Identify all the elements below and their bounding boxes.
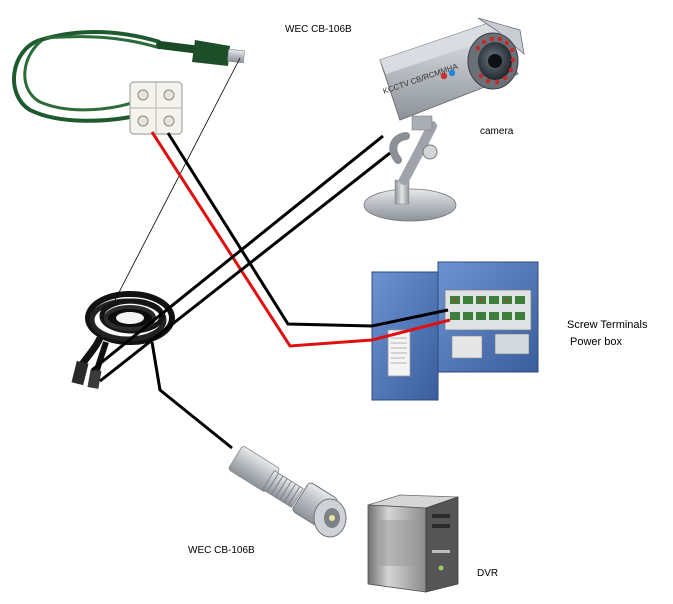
dc-power-pigtail <box>12 30 245 123</box>
screw-terminals-label: Screw Terminals <box>567 319 648 331</box>
dvr-tower-icon <box>367 494 459 593</box>
cctv-camera-icon: KCCTV CB/RCMMHA <box>363 17 525 222</box>
terminal-block-icon <box>129 81 183 135</box>
wires <box>91 57 451 450</box>
bottom-connector-label: WEC CB-106B <box>188 545 255 556</box>
bnc-video-wire <box>150 341 233 450</box>
dvr-label: DVR <box>477 568 499 579</box>
dc-power-plug-icon <box>192 40 245 66</box>
top-connector-label: WEC CB-106B <box>285 24 352 35</box>
camera-label: camera <box>480 126 514 137</box>
power-box-label: Power box <box>570 336 622 348</box>
camera-cable-lower <box>99 151 391 383</box>
camera-cable-upper <box>91 134 384 372</box>
bnc-connector-icon <box>228 446 347 538</box>
red-power-wire <box>150 131 451 348</box>
black-power-wire <box>166 132 449 328</box>
coiled-siamese-cable-icon <box>71 291 175 389</box>
power-distribution-box-icon <box>371 261 539 401</box>
